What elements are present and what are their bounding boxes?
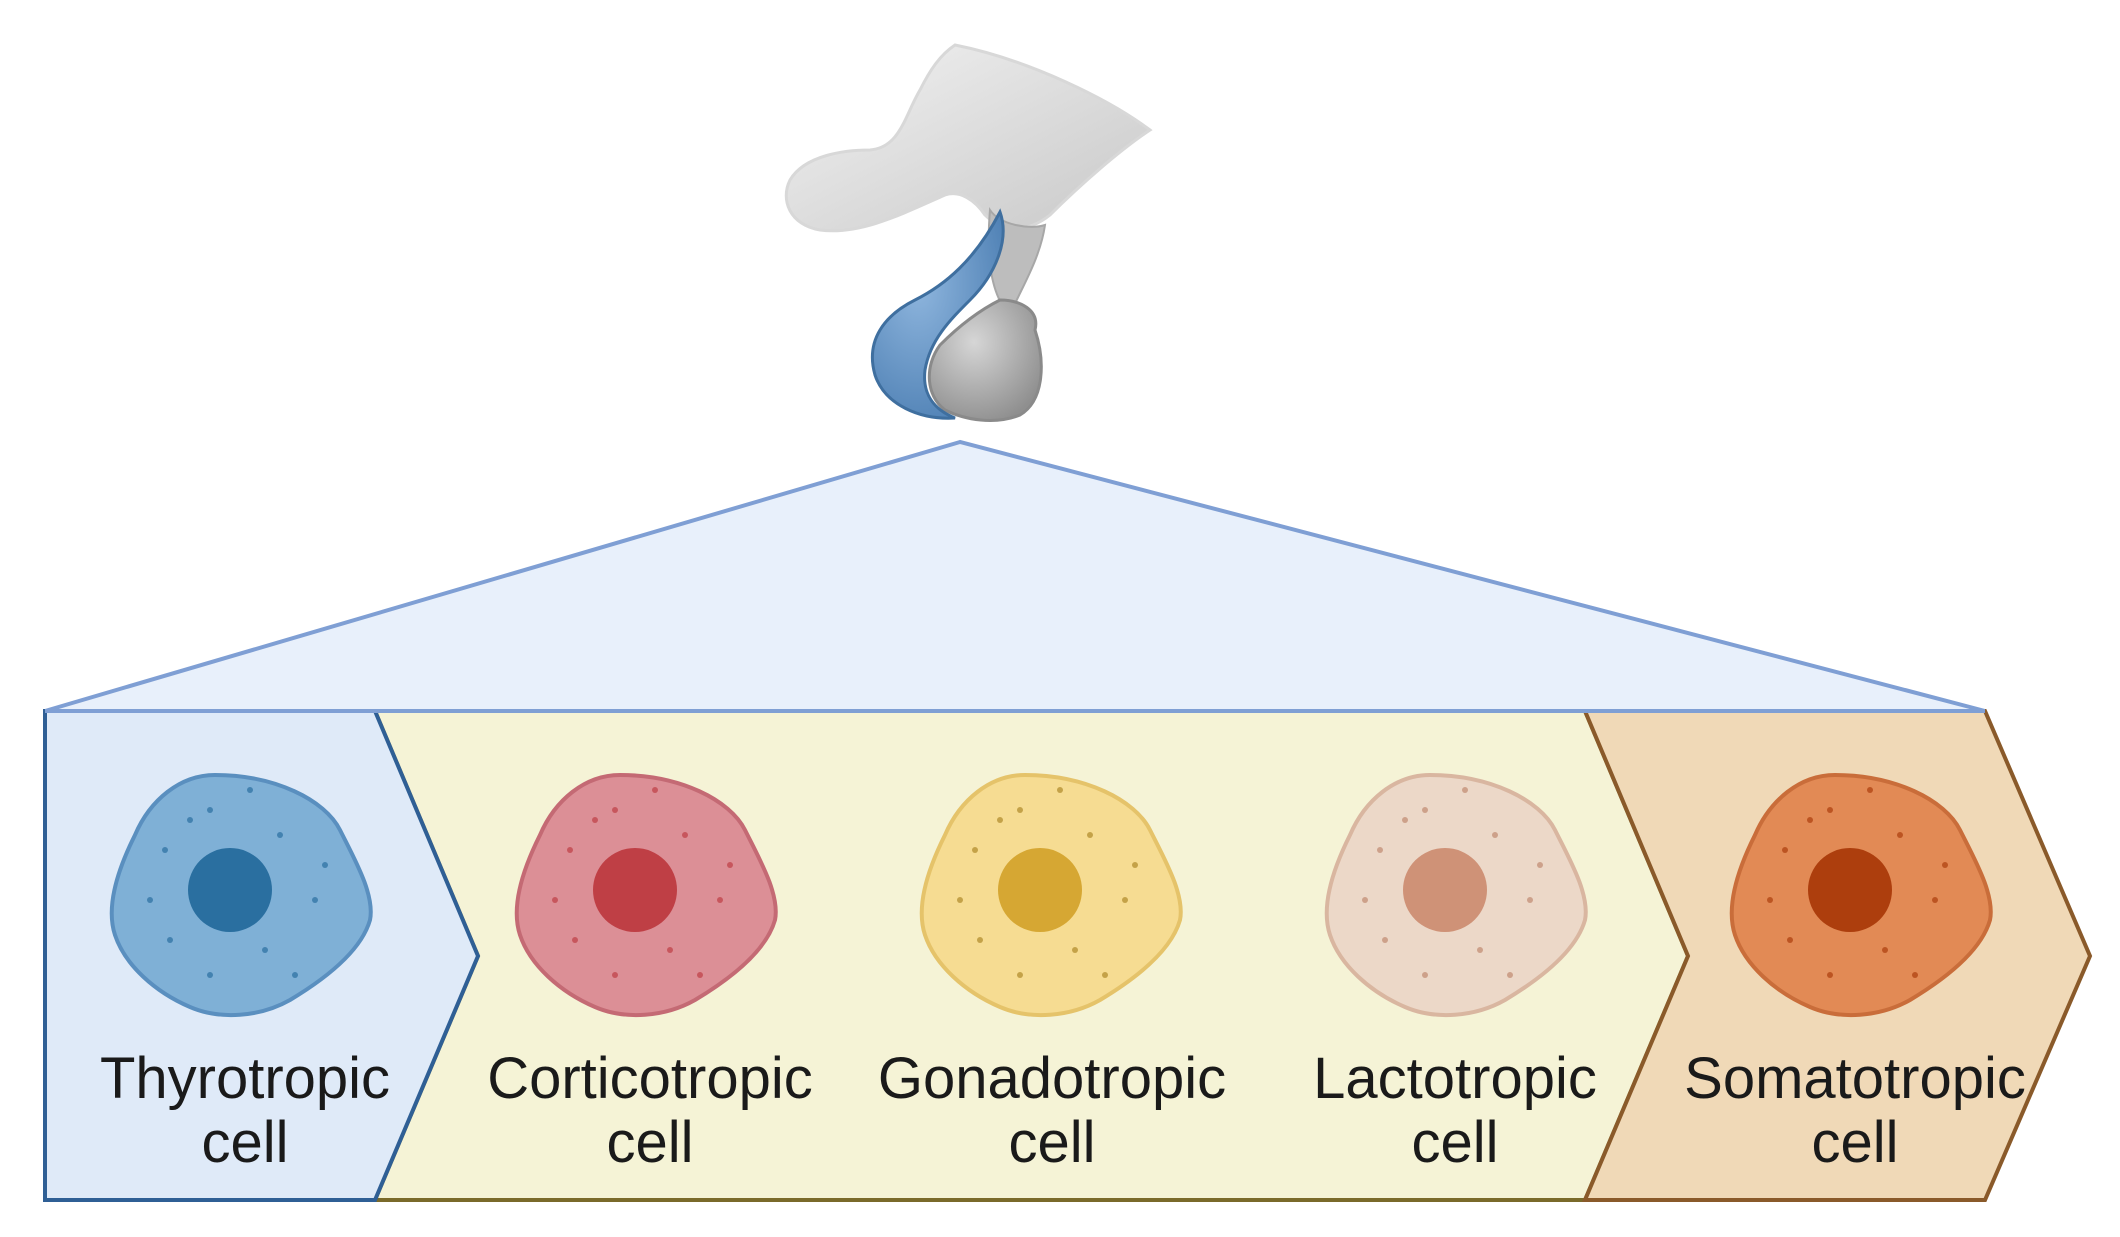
cells-layer [109,772,1993,1017]
label-somatotropic: Somatotropic [1684,1046,2026,1111]
cell-granules [957,787,1138,978]
cell-nucleus [1808,848,1892,932]
thyrotropic-cell [109,772,373,1017]
label-thyrotropic-cell: cell [201,1110,288,1175]
cell-granules [147,787,328,978]
cell-labels: Thyrotropic cell Corticotropic cell Gona… [100,1046,2026,1175]
label-corticotropic-cell: cell [606,1110,693,1175]
cell-nucleus [593,848,677,932]
corticotropic-cell [514,772,778,1017]
gonadotropic-cell [919,772,1183,1017]
cell-nucleus [188,848,272,932]
label-somatotropic-cell: cell [1811,1110,1898,1175]
somatotropic-cell [1729,772,1993,1017]
zoom-triangle [44,439,1986,713]
anterior-pituitary-lobe [870,208,1005,420]
cell-nucleus [998,848,1082,932]
label-lactotropic-cell: cell [1411,1110,1498,1175]
label-gonadotropic: Gonadotropic [878,1046,1226,1111]
cell-granules [552,787,733,978]
lactotropic-cell [1324,772,1588,1017]
cell-nucleus [1403,848,1487,932]
label-gonadotropic-cell: cell [1008,1110,1095,1175]
posterior-pituitary-lobe [927,298,1043,422]
label-corticotropic: Corticotropic [487,1046,813,1111]
cell-granules [1362,787,1543,978]
hypothalamus-shape [784,43,1153,233]
pituitary-gland-illustration [784,43,1153,422]
cell-granules [1767,787,1948,978]
label-lactotropic: Lactotropic [1313,1046,1597,1111]
label-thyrotropic: Thyrotropic [100,1046,390,1111]
